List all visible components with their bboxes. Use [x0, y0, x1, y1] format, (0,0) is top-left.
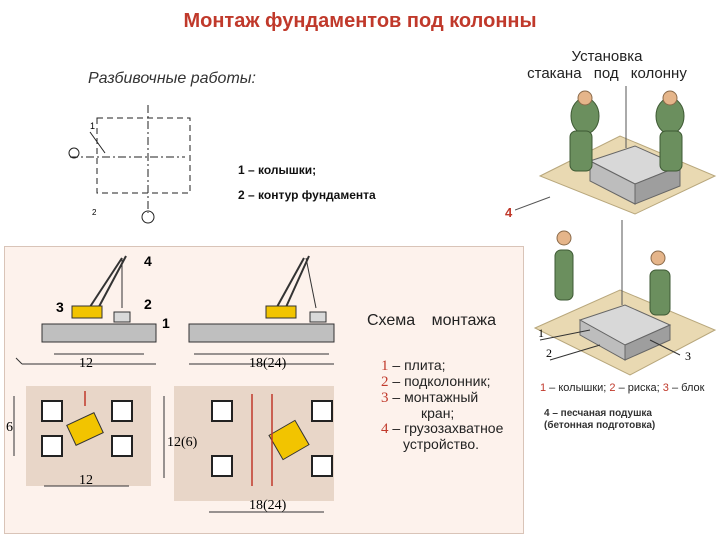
marker-4-leader: [515, 196, 551, 211]
dim-12-bottom: 12: [79, 473, 93, 488]
layout-item-2: 2 – контур фундамента: [238, 188, 376, 202]
legend-row-1: 1 – плита;: [381, 357, 446, 374]
stake-mark-2: 2: [92, 208, 97, 217]
block-placement-illustration: 1 2 3: [533, 220, 717, 376]
fig-caption-2: 4 – песчаная подушка (бетонная подготовк…: [544, 408, 656, 431]
crane-label-4: 4: [144, 253, 152, 269]
layout-item-1: 1 – колышки;: [238, 163, 317, 177]
layout-works-heading: Разбивочные работы:: [88, 70, 256, 87]
fig-label-2: 2: [546, 346, 552, 360]
dim-18-bottom: 18(24): [249, 498, 287, 513]
legend-row-4: 4 – грузозахватное: [381, 420, 504, 437]
scheme-legend: 1 – плита; 2 – подколонник; 3 – монтажны…: [381, 358, 503, 452]
crane-label-3: 3: [56, 299, 64, 315]
legend-row-3: 3 – монтажный: [381, 389, 479, 406]
dim-12-6: 12(6): [167, 435, 198, 450]
stake-layout-drawing: 1 2: [68, 105, 191, 224]
legend-row-4b: устройство.: [403, 436, 480, 452]
photo-caption-line1: Установка: [571, 48, 643, 65]
photo-caption: Установка стакана под колонну: [512, 48, 702, 82]
dim-12-top: 12: [79, 356, 93, 371]
dim-6: 6: [6, 420, 13, 435]
legend-row-3b: кран;: [421, 405, 455, 421]
fig-caption-1: 1 – колышки; 2 – риска; 3 – блок: [540, 382, 705, 394]
crane-label-2: 2: [144, 296, 152, 312]
stake-mark-1: 1: [90, 121, 95, 131]
fig-label-1: 1: [538, 326, 544, 340]
marker-4: 4: [505, 205, 513, 220]
assembly-scheme-drawing: 3 4 2 1 12 18(24) 6 12(6) 12 18(24): [6, 253, 335, 513]
fig-label-3: 3: [685, 349, 691, 363]
dim-18-top: 18(24): [249, 356, 287, 371]
page-title: Монтаж фундаментов под колонны: [183, 10, 537, 32]
workers-installing-illustration: [538, 86, 717, 215]
photo-caption-line2: стакана под колонну: [527, 65, 687, 82]
crane-label-1: 1: [162, 315, 170, 331]
scheme-title: Схема монтажа: [367, 312, 496, 329]
legend-row-2: 2 – подколонник;: [381, 373, 491, 390]
